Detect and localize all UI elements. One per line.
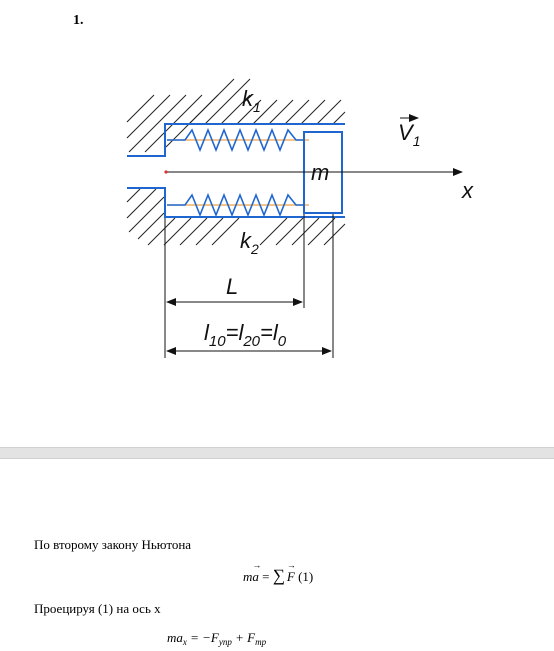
eq1-force-vector: →F [286,560,296,584]
origin-point [164,170,168,174]
housing-outline [127,123,345,218]
eq1-accel-vector: →a [252,560,262,584]
k1-label: k1 [242,86,261,115]
page-bottom [0,459,554,651]
newton-law-paragraph: По второму закону Ньютона [34,537,192,552]
velocity-label: V1 [398,120,420,149]
spring-top [167,127,304,153]
wall-hatching-bottom [126,188,346,246]
eq1-mass: m [243,569,253,584]
projection-paragraph: Проецируя (1) на ось x [34,601,161,616]
length-label-L: L [226,274,238,299]
mechanics-diagram: k1 k2 m V1 x L l10=l20=l0 [126,78,474,358]
equation-1: m→a = ∑→F (1) [243,560,314,586]
problem-number: 1. [73,13,84,28]
equation-2: max = −Fупр + Fтр [167,630,267,647]
eq1-number: (1) [294,569,314,584]
k2-label: k2 [240,228,259,257]
axis-label-x: x [461,178,474,203]
spring-bottom [167,192,304,218]
page-top [0,0,554,447]
eq1-equals: = [258,569,273,584]
mass-label: m [311,160,329,185]
page-separator [0,447,554,459]
eq1-sum-sign: ∑ [272,566,285,585]
length-equation-label: l10=l20=l0 [204,320,287,350]
wall-hatching-top [126,78,346,153]
